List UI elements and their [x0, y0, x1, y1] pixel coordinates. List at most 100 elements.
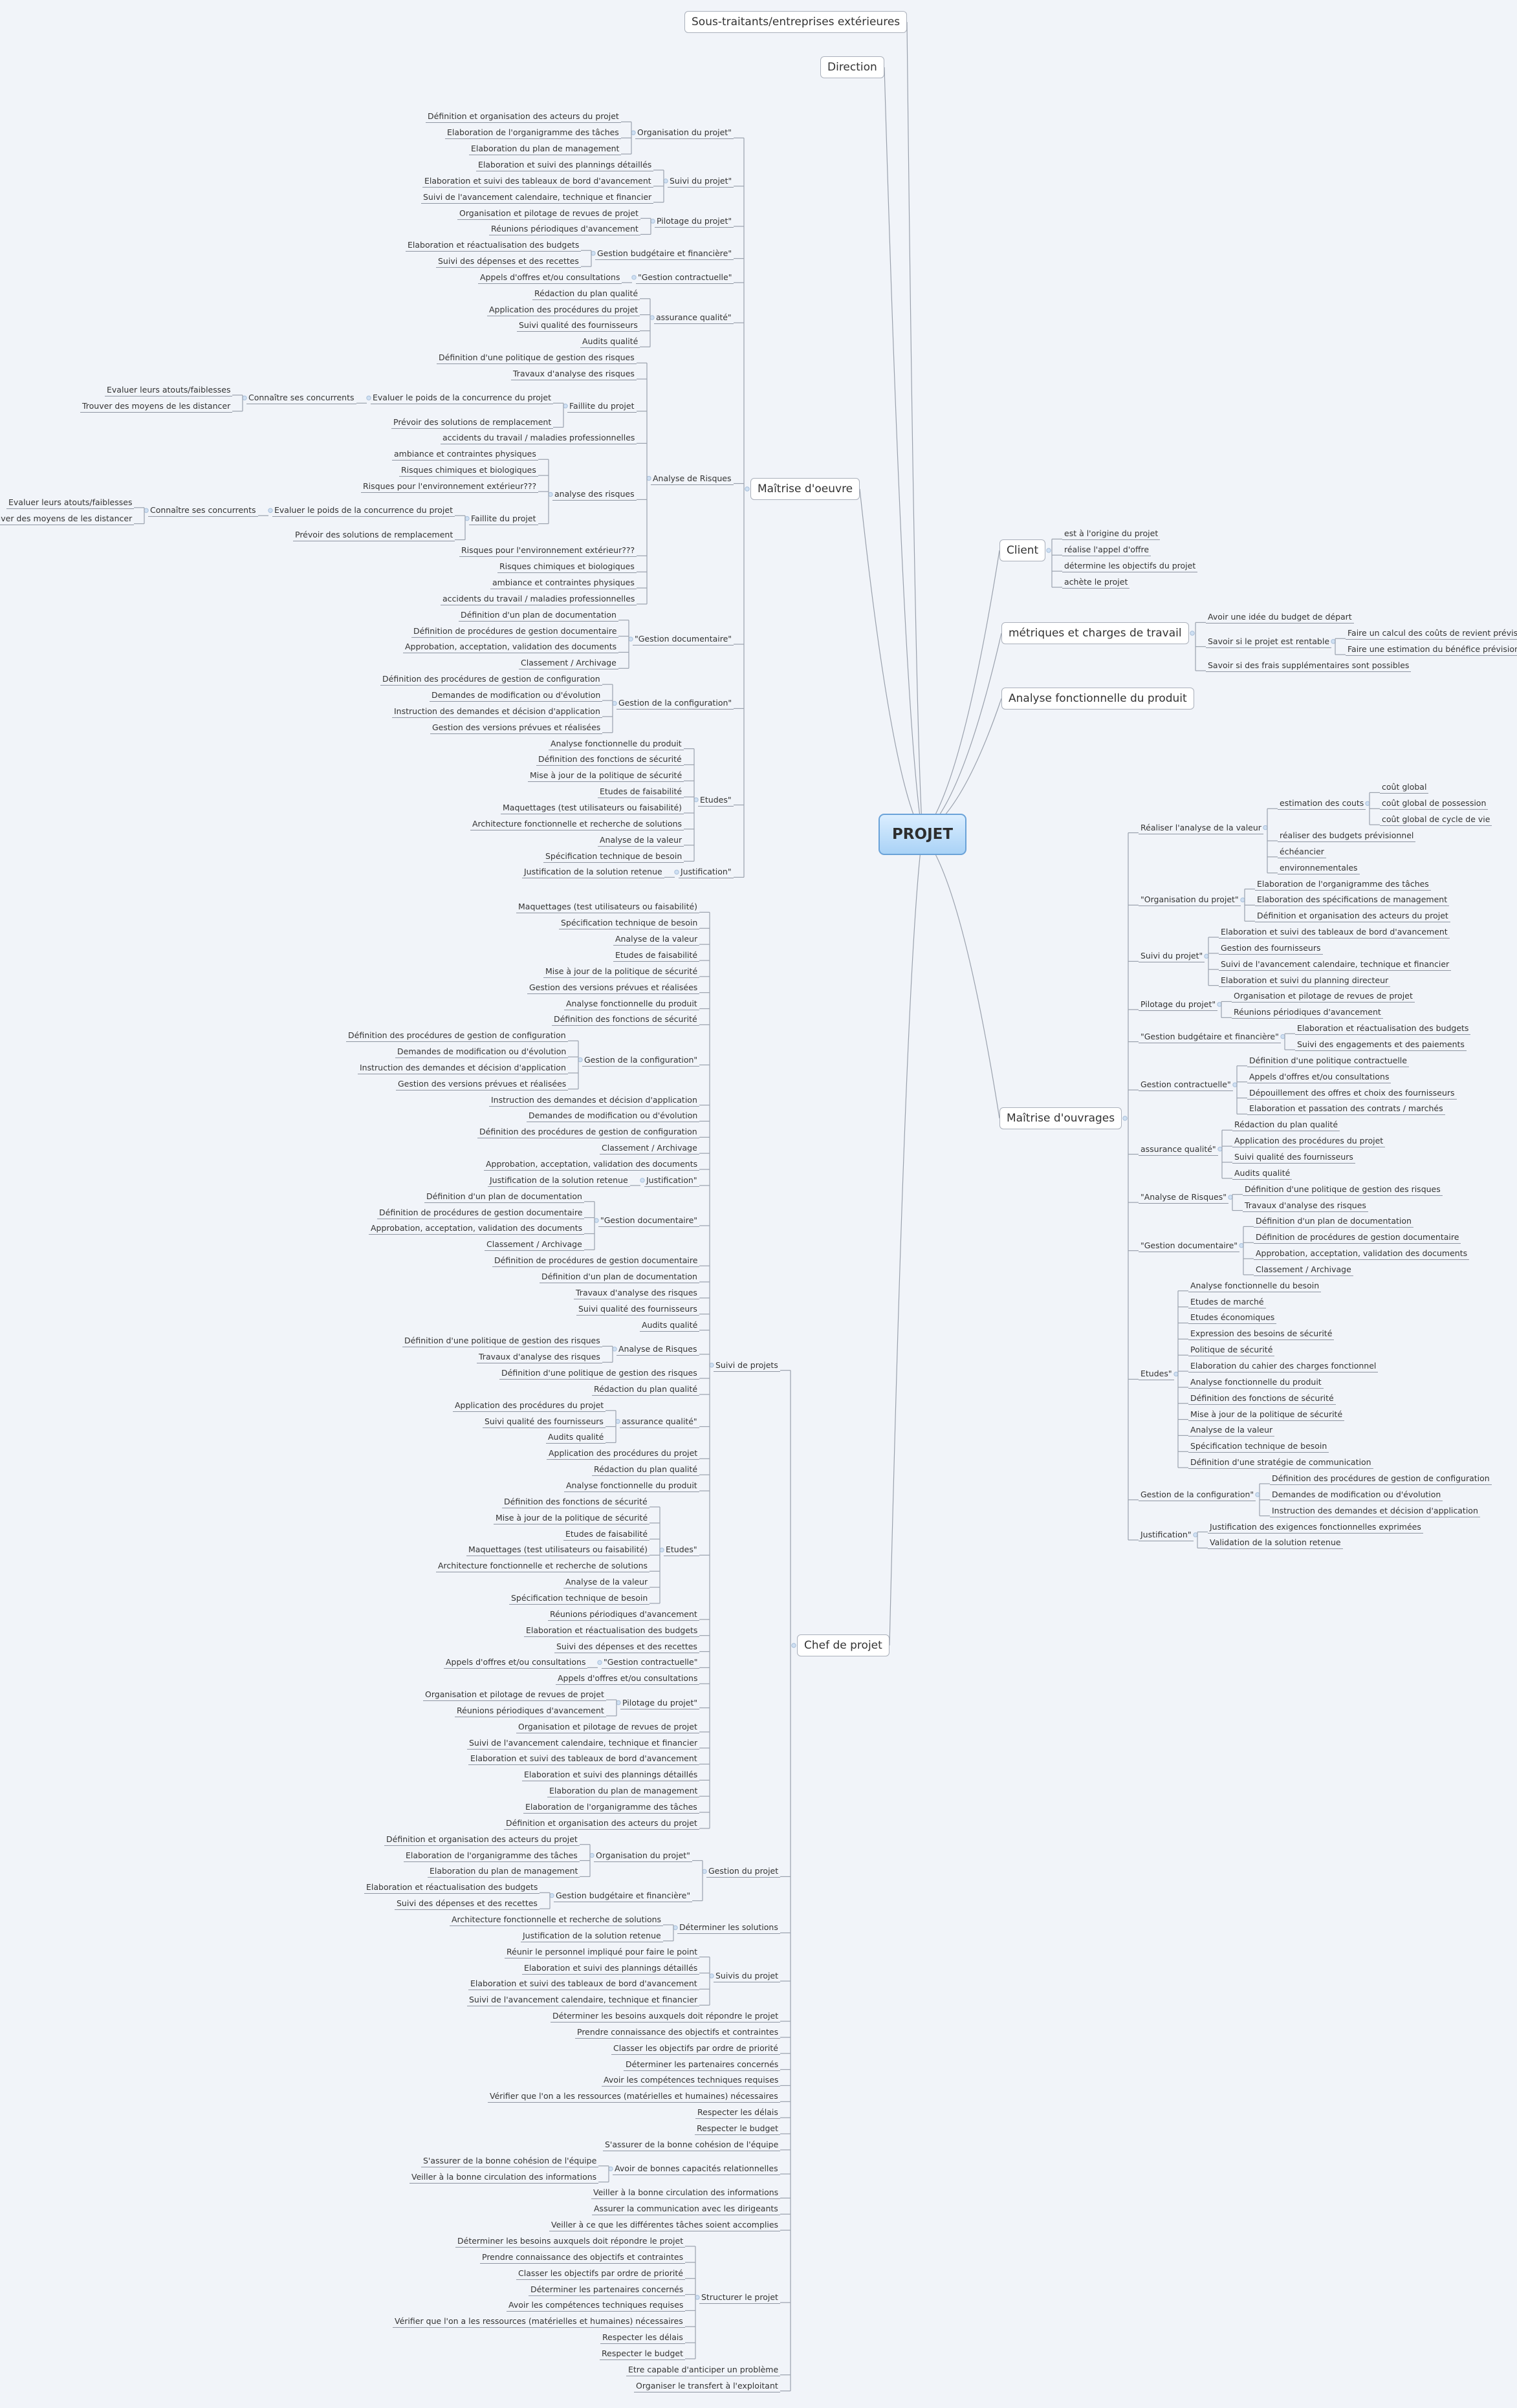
- specification-technique-de-besoin[interactable]: Spécification technique de besoin: [543, 851, 684, 863]
- reunions-periodiques-d-avancement[interactable]: Réunions périodiques d'avancement: [489, 223, 640, 236]
- pilotage-du-projet[interactable]: Pilotage du projet": [620, 1697, 700, 1709]
- classer-les-objectifs-par-ordre-de-prior[interactable]: Classer les objectifs par ordre de prior…: [516, 2268, 685, 2280]
- suivi-du-projet[interactable]: Suivi du projet": [668, 175, 734, 188]
- redaction-du-plan-qualite[interactable]: Rédaction du plan qualité: [532, 288, 640, 300]
- audits-qualite[interactable]: Audits qualité: [580, 336, 640, 349]
- appels-d-offres-et-ou-consultations[interactable]: Appels d'offres et/ou consultations: [556, 1673, 700, 1686]
- accidents-du-travail-maladies-profession[interactable]: accidents du travail / maladies professi…: [441, 593, 637, 605]
- definition-d-un-plan-de-documentation[interactable]: Définition d'un plan de documentation: [540, 1271, 699, 1283]
- definition-d-une-politique-de-gestion-de[interactable]: Définition d'une politique de gestion de…: [402, 1335, 602, 1348]
- achete-le-projet[interactable]: achète le projet: [1062, 576, 1130, 589]
- branch-direction[interactable]: Direction: [820, 56, 884, 78]
- echeancier[interactable]: échéancier: [1278, 846, 1326, 858]
- etudes-economiques[interactable]: Etudes économiques: [1188, 1312, 1277, 1325]
- elaboration-et-reactualisation-des-budge[interactable]: Elaboration et réactualisation des budge…: [406, 239, 582, 252]
- justification-de-la-solution-retenue[interactable]: Justification de la solution retenue: [522, 866, 664, 879]
- elaboration-de-l-organigramme-des-taches[interactable]: Elaboration de l'organigramme des tâches: [404, 1850, 580, 1862]
- gestion-budgetaire-et-financiere[interactable]: Gestion budgétaire et financière": [595, 248, 734, 260]
- determiner-les-partenaires-concernes[interactable]: Déterminer les partenaires concernés: [529, 2284, 686, 2296]
- mise-a-jour-de-la-politique-de-securite[interactable]: Mise à jour de la politique de sécurité: [543, 966, 700, 978]
- prendre-connaissance-des-objectifs-et-co[interactable]: Prendre connaissance des objectifs et co…: [480, 2251, 686, 2264]
- elaboration-et-reactualisation-des-budge[interactable]: Elaboration et réactualisation des budge…: [524, 1625, 700, 1637]
- veiller-a-la-bonne-circulation-des-infor[interactable]: Veiller à la bonne circulation des infor…: [591, 2187, 781, 2200]
- root-topic[interactable]: PROJET: [879, 814, 966, 855]
- travaux-d-analyse-des-risques[interactable]: Travaux d'analyse des risques: [1243, 1200, 1368, 1212]
- gestion-de-la-configuration[interactable]: Gestion de la configuration": [1139, 1489, 1256, 1501]
- politique-de-securite[interactable]: Politique de sécurité: [1188, 1344, 1275, 1357]
- elaboration-et-suivi-des-tableaux-de-bor[interactable]: Elaboration et suivi des tableaux de bor…: [468, 1753, 699, 1766]
- audits-qualite[interactable]: Audits qualité: [1232, 1167, 1293, 1180]
- determiner-les-besoins-auxquels-doit-rep[interactable]: Déterminer les besoins auxquels doit rép…: [455, 2235, 686, 2248]
- respecter-les-delais[interactable]: Respecter les délais: [695, 2107, 780, 2120]
- suivi-de-l-avancement-calendaire-techniq[interactable]: Suivi de l'avancement calendaire, techni…: [467, 1737, 700, 1750]
- avoir-les-competences-techniques-requise[interactable]: Avoir les compétences techniques requise…: [507, 2299, 686, 2312]
- ambiance-et-contraintes-physiques[interactable]: ambiance et contraintes physiques: [490, 577, 637, 590]
- definition-d-une-strategie-de-communicat[interactable]: Définition d'une stratégie de communicat…: [1188, 1457, 1373, 1470]
- suivi-de-projets[interactable]: Suivi de projets: [714, 1360, 780, 1372]
- elaboration-de-l-organigramme-des-taches[interactable]: Elaboration de l'organigramme des tâches: [1255, 878, 1431, 891]
- architecture-fonctionnelle-et-recherche-[interactable]: Architecture fonctionnelle et recherche …: [470, 818, 684, 830]
- definition-d-une-politique-de-gestion-de[interactable]: Définition d'une politique de gestion de…: [1243, 1184, 1443, 1196]
- gestion-budgetaire-et-financiere[interactable]: "Gestion budgétaire et financière": [1139, 1031, 1281, 1043]
- branch-metriques-et-charges-de-travail[interactable]: métriques et charges de travail: [1001, 622, 1189, 644]
- branch-maitrise-d-ouvrages[interactable]: Maîtrise d'ouvrages: [999, 1107, 1122, 1129]
- definition-des-fonctions-de-securite[interactable]: Définition des fonctions de sécurité: [1188, 1393, 1336, 1405]
- suivi-des-depenses-et-des-recettes[interactable]: Suivi des dépenses et des recettes: [436, 255, 581, 268]
- realiser-l-analyse-de-la-valeur[interactable]: Réaliser l'analyse de la valeur: [1139, 822, 1263, 834]
- suivi-des-depenses-et-des-recettes[interactable]: Suivi des dépenses et des recettes: [395, 1898, 540, 1911]
- etudes-de-faisabilite[interactable]: Etudes de faisabilité: [598, 786, 684, 799]
- est-a-l-origine-du-projet[interactable]: est à l'origine du projet: [1062, 528, 1161, 541]
- specification-technique-de-besoin[interactable]: Spécification technique de besoin: [509, 1592, 650, 1605]
- organisation-et-pilotage-de-revues-de-pr[interactable]: Organisation et pilotage de revues de pr…: [457, 208, 640, 220]
- demandes-de-modification-ou-d-evolution[interactable]: Demandes de modification ou d'évolution: [395, 1046, 569, 1059]
- prevoir-des-solutions-de-remplacement[interactable]: Prévoir des solutions de remplacement: [293, 529, 455, 541]
- connaitre-ses-concurrents[interactable]: Connaître ses concurrents: [148, 504, 258, 517]
- justification-des-exigences-fonctionnell[interactable]: Justification des exigences fonctionnell…: [1208, 1521, 1423, 1534]
- gestion-documentaire[interactable]: "Gestion documentaire": [1139, 1240, 1240, 1252]
- assurance-qualite[interactable]: assurance qualité": [1139, 1144, 1218, 1156]
- etudes[interactable]: Etudes": [1139, 1368, 1174, 1381]
- respecter-les-delais[interactable]: Respecter les délais: [600, 2332, 685, 2345]
- branch-chef-de-projet[interactable]: Chef de projet: [797, 1634, 889, 1656]
- travaux-d-analyse-des-risques[interactable]: Travaux d'analyse des risques: [574, 1287, 699, 1299]
- classement-archivage[interactable]: Classement / Archivage: [600, 1142, 699, 1155]
- definition-des-procedures-de-gestion-de-[interactable]: Définition des procédures de gestion de …: [346, 1030, 568, 1043]
- environnementales[interactable]: environnementales: [1278, 862, 1360, 874]
- elaboration-et-suivi-des-tableaux-de-bor[interactable]: Elaboration et suivi des tableaux de bor…: [1219, 926, 1450, 939]
- prevoir-des-solutions-de-remplacement[interactable]: Prévoir des solutions de remplacement: [391, 417, 554, 429]
- validation-de-la-solution-retenue[interactable]: Validation de la solution retenue: [1208, 1537, 1343, 1550]
- audits-qualite[interactable]: Audits qualité: [640, 1319, 700, 1332]
- travaux-d-analyse-des-risques[interactable]: Travaux d'analyse des risques: [511, 368, 637, 381]
- analyse-de-risques[interactable]: "Analyse de Risques": [1139, 1191, 1229, 1204]
- etudes[interactable]: Etudes": [698, 794, 734, 807]
- evaluer-le-poids-de-la-concurrence-du-pr[interactable]: Evaluer le poids de la concurrence du pr…: [272, 504, 455, 517]
- travaux-d-analyse-des-risques[interactable]: Travaux d'analyse des risques: [477, 1351, 602, 1364]
- analyse-de-la-valeur[interactable]: Analyse de la valeur: [598, 834, 684, 847]
- gestion-du-projet[interactable]: Gestion du projet: [706, 1865, 781, 1878]
- reunions-periodiques-d-avancement[interactable]: Réunions périodiques d'avancement: [548, 1609, 699, 1621]
- evaluer-le-poids-de-la-concurrence-du-pr[interactable]: Evaluer le poids de la concurrence du pr…: [371, 392, 553, 405]
- analyse-de-risques[interactable]: Analyse de Risques: [617, 1343, 699, 1356]
- analyse-de-risques[interactable]: Analyse de Risques: [651, 473, 734, 485]
- gestion-documentaire[interactable]: "Gestion documentaire": [598, 1215, 700, 1227]
- classement-archivage[interactable]: Classement / Archivage: [1254, 1264, 1353, 1276]
- elaboration-du-plan-de-management[interactable]: Elaboration du plan de management: [469, 143, 622, 156]
- respecter-le-budget[interactable]: Respecter le budget: [600, 2348, 685, 2360]
- elaboration-et-suivi-des-tableaux-de-bor[interactable]: Elaboration et suivi des tableaux de bor…: [468, 1978, 699, 1991]
- gestion-des-versions-prevues-et-realisee[interactable]: Gestion des versions prévues et réalisée…: [527, 982, 700, 994]
- appels-d-offres-et-ou-consultations[interactable]: Appels d'offres et/ou consultations: [444, 1656, 588, 1669]
- application-des-procedures-du-projet[interactable]: Application des procédures du projet: [547, 1448, 700, 1460]
- organisation-et-pilotage-de-revues-de-pr[interactable]: Organisation et pilotage de revues de pr…: [1232, 990, 1415, 1003]
- veiller-a-la-bonne-circulation-des-infor[interactable]: Veiller à la bonne circulation des infor…: [409, 2171, 599, 2184]
- architecture-fonctionnelle-et-recherche-[interactable]: Architecture fonctionnelle et recherche …: [436, 1560, 650, 1573]
- gestion-budgetaire-et-financiere[interactable]: Gestion budgétaire et financière": [554, 1890, 693, 1902]
- assurance-qualite[interactable]: assurance qualité": [654, 312, 734, 325]
- appels-d-offres-et-ou-consultations[interactable]: Appels d'offres et/ou consultations: [478, 272, 622, 284]
- faire-une-estimation-du-benefice-previsi[interactable]: Faire une estimation du bénéfice prévisi…: [1346, 644, 1517, 656]
- faillite-du-projet[interactable]: Faillite du projet: [567, 400, 637, 413]
- branch-maitrise-d-oeuvre[interactable]: Maîtrise d'oeuvre: [750, 478, 860, 500]
- verifier-que-l-on-a-les-ressources-mater[interactable]: Vérifier que l'on a les ressources (maté…: [488, 2090, 780, 2103]
- application-des-procedures-du-projet[interactable]: Application des procédures du projet: [1232, 1135, 1386, 1148]
- estimation-des-couts[interactable]: estimation des couts: [1278, 797, 1366, 810]
- classement-archivage[interactable]: Classement / Archivage: [485, 1239, 584, 1252]
